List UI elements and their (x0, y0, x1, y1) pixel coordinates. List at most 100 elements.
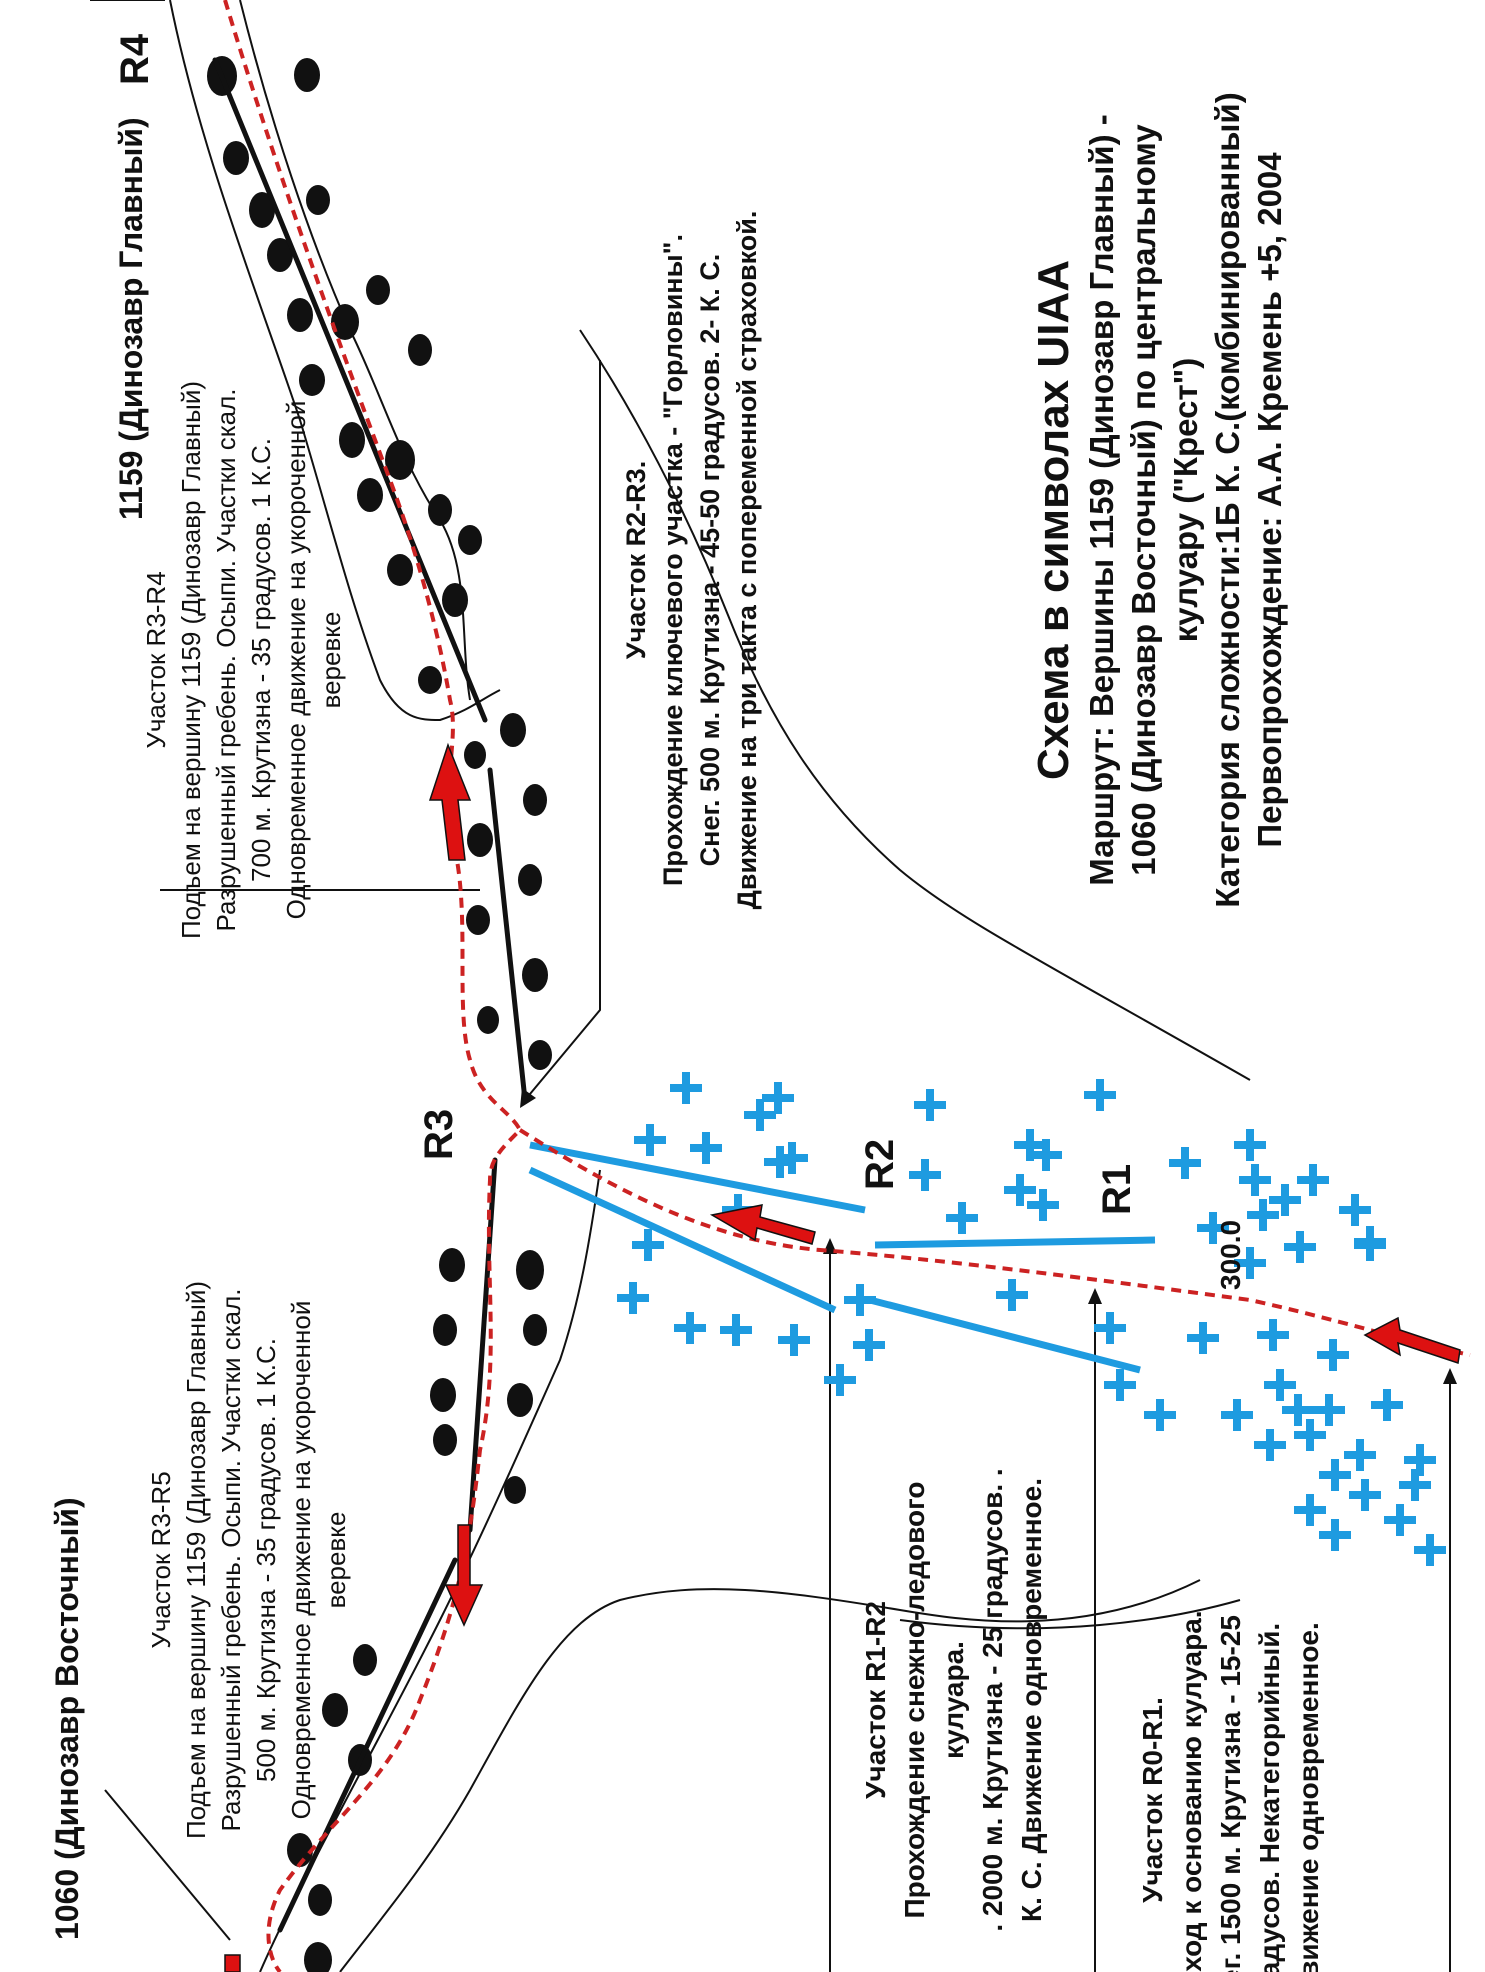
snow-marker (634, 1124, 666, 1156)
snow-marker (1319, 1519, 1351, 1551)
section-r0-r1-line-4: вижение одновременное. (1293, 1622, 1324, 1972)
snow-marker (1354, 1229, 1386, 1261)
snow-marker (1339, 1194, 1371, 1226)
section-r0-r1-line-3: адусов. Некатегорийный. (1254, 1623, 1285, 1972)
ridge-lines (212, 57, 528, 1933)
snow-marker (1254, 1429, 1286, 1461)
label-r1: R1 (1095, 1164, 1139, 1215)
lower-gorge-wall (899, 1599, 1241, 1630)
rock-marker (385, 440, 415, 480)
snow-marker (996, 1279, 1028, 1311)
rock-marker (299, 364, 325, 396)
arrow-bottom (224, 1954, 241, 1972)
section-r1-r2-line-0: Участок R1-R2 (860, 1601, 891, 1799)
section-r1-r2-line-1: Прохождение снежно-ледового (899, 1481, 930, 1918)
rock-marker (331, 304, 359, 340)
rock-marker (418, 666, 442, 694)
section-r3-r4-line-1: Подъем на вершину 1159 (Динозавр Главный… (176, 381, 206, 939)
section-r3-r5-line-1: Подъем на вершину 1159 (Динозавр Главный… (181, 1281, 211, 1839)
couloir-line-d (869, 1296, 1141, 1374)
snow-marker (1221, 1399, 1253, 1431)
section-r0-r1-line-0: Участок R0-R1. (1137, 1697, 1168, 1903)
snow-marker (1234, 1247, 1266, 1279)
snow-marker (1027, 1189, 1059, 1221)
snow-marker (1144, 1399, 1176, 1431)
rock-marker (477, 1006, 499, 1034)
snow-marker (1239, 1164, 1271, 1196)
title-category: Категория сложности:1Б К. С.(комбинирова… (1209, 92, 1246, 907)
rock-marker (518, 864, 542, 896)
section-r1-r2-line-3: . 2000 м. Крутизна - 25 градусов. . (977, 1468, 1008, 1931)
rock-marker (287, 1833, 313, 1867)
snow-marker (1084, 1079, 1116, 1111)
snow-marker (1399, 1469, 1431, 1501)
snow-markers (617, 1072, 1446, 1566)
rock-marker (339, 422, 365, 458)
snow-marker (778, 1324, 810, 1356)
snow-marker (1187, 1322, 1219, 1354)
snow-marker (1104, 1369, 1136, 1401)
snow-marker (909, 1159, 941, 1191)
snow-marker (1384, 1504, 1416, 1536)
ridge-line-upper (212, 57, 488, 723)
snow-marker (674, 1312, 706, 1344)
snow-marker (1319, 1459, 1351, 1491)
peak-east-label: 1060 (Динозавр Восточный) (49, 1497, 85, 1940)
section-r3-r4-line-2: Разрушенный гребень. Осыпи. Участки скал… (211, 388, 241, 931)
snow-marker (1313, 1394, 1345, 1426)
section-r3-r5-line-2: Разрушенный гребень. Осыпи. Участки скал… (216, 1288, 246, 1831)
snow-marker (1349, 1479, 1381, 1511)
direction-arrows (224, 742, 1461, 1972)
snow-marker (1371, 1389, 1403, 1421)
gorge-wall-upper (579, 329, 1251, 1081)
rock-marker (528, 1040, 552, 1070)
arrow-r3-down (444, 1524, 484, 1627)
rock-marker (433, 1424, 457, 1456)
rock-marker (464, 741, 486, 769)
couloir-line-a (529, 1141, 866, 1214)
rock-markers (207, 56, 552, 1972)
rock-marker (387, 554, 413, 586)
section-r0-r1-line-2: ег. 1500 м. Крутизна - 15-25 (1215, 1615, 1246, 1972)
rock-marker (430, 1378, 456, 1412)
snow-marker (1294, 1419, 1326, 1451)
leader-lines (90, 0, 1451, 1972)
snow-marker (744, 1099, 776, 1131)
snow-marker (914, 1089, 946, 1121)
section-r3-r5-line-3: 500 м. Крутизна - 35 градусов. 1 К.С. (251, 1338, 281, 1782)
lower-ridge-outline-bottom (339, 1579, 1201, 1972)
section-r2-r3: Участок R2-R3. Прохождение ключевого уча… (621, 211, 762, 910)
snow-marker (1264, 1369, 1296, 1401)
section-r2-r3-line-3: Движение на три такта с попеременной стр… (732, 211, 762, 910)
leader-arrowheads (520, 1088, 1457, 1384)
section-r3-r5: Участок R3-R5 Подъем на вершину 1159 (Ди… (146, 1281, 351, 1839)
rock-marker (467, 823, 493, 857)
rock-marker (433, 1314, 457, 1346)
snow-marker (1197, 1212, 1229, 1244)
rock-marker (304, 1942, 332, 1972)
ridge-line-lower-1 (467, 1157, 498, 1533)
upper-ridge-outline-left (169, 0, 501, 722)
section-r3-r5-line-4: Одновременное движение на укороченной (286, 1301, 316, 1820)
arrow-r0 (1363, 1316, 1461, 1364)
label-r2: R2 (858, 1139, 902, 1190)
section-r1-r2: Участок R1-R2 Прохождение снежно-ледовог… (860, 1468, 1047, 1931)
snow-marker (1094, 1312, 1126, 1344)
snow-marker (1269, 1184, 1301, 1216)
rock-marker (287, 298, 313, 332)
snow-marker (1297, 1164, 1329, 1196)
arrow-r3-up (428, 742, 472, 861)
rock-marker (308, 1884, 332, 1916)
snow-marker (1404, 1444, 1436, 1476)
rock-marker (516, 1250, 544, 1290)
rock-marker (523, 1314, 547, 1346)
rock-marker (306, 185, 330, 215)
rock-marker (357, 478, 383, 512)
section-r2-r3-line-0: Участок R2-R3. (621, 461, 651, 659)
section-r0-r1-line-1: дход к основанию кулуара. (1176, 1610, 1207, 1972)
rock-marker (504, 1476, 526, 1504)
snow-marker (1317, 1339, 1349, 1371)
snow-marker (1004, 1174, 1036, 1206)
snow-marker (946, 1202, 978, 1234)
label-r4: R4 (113, 33, 157, 85)
